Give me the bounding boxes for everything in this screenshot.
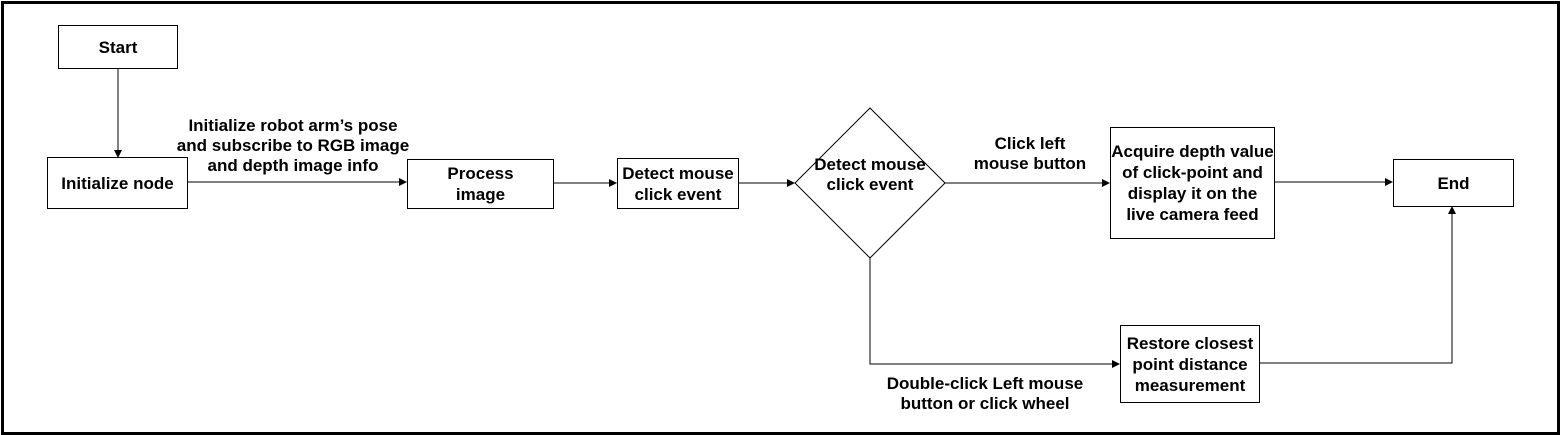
start-node-label: Start — [98, 37, 138, 57]
detect-click-box: Detect mouse click event — [617, 158, 739, 209]
end-node: End — [1393, 159, 1514, 207]
process-image-label: Process image — [447, 164, 514, 204]
restore-label: Restore closest point distance measureme… — [1126, 333, 1254, 395]
initialize-node-box: Initialize node — [47, 157, 188, 209]
acquire-depth-box: Acquire depth value of click-point and d… — [1110, 127, 1275, 239]
process-image-box: Process image — [407, 159, 554, 209]
start-node: Start — [58, 25, 178, 69]
restore-box: Restore closest point distance measureme… — [1120, 325, 1260, 403]
decision-label: Detect mouse click event — [814, 155, 926, 194]
initialize-node-label: Initialize node — [61, 173, 174, 193]
end-node-label: End — [1437, 173, 1470, 193]
arrow-restore-to-end — [1259, 206, 1456, 364]
edge-label-left-click: Click left mouse button — [973, 134, 1087, 173]
detect-click-label: Detect mouse click event — [622, 163, 734, 204]
arrow-decision-to-restore — [869, 258, 1120, 368]
acquire-depth-label: Acquire depth value of click-point and d… — [1111, 142, 1274, 224]
edge-label-double-click: Double-click Left mouse button or click … — [886, 374, 1084, 413]
edge-label-init-to-process: Initialize robot arm’s pose and subscrib… — [176, 116, 410, 175]
